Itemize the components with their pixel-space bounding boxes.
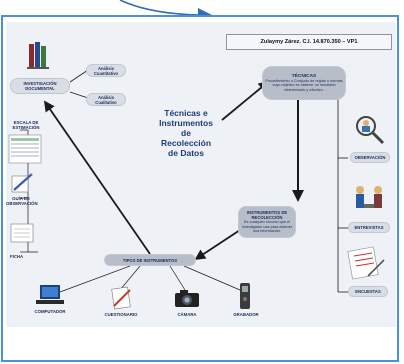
camera-icon — [174, 288, 200, 308]
analisis-node: Análisis Cualitativo — [86, 93, 126, 106]
card-icon — [10, 222, 34, 244]
central-topic: Técnicas e Instrumentos de Recolección d… — [150, 108, 222, 158]
central-topic-line: de — [181, 128, 191, 138]
questionnaire-icon — [110, 286, 134, 310]
encuestas-node: ENCUESTAS — [348, 286, 388, 297]
tecnicas-title: TÉCNICAS — [291, 73, 317, 79]
analisis-node: Análisis Cuantitativo — [86, 64, 126, 77]
observacion-label: OBSERVACIÓN — [354, 155, 386, 160]
investigacion-node: INVESTIGACIÓN DOCUMENTAL — [10, 78, 70, 94]
books-icon — [26, 40, 50, 70]
escala-label: ESCALA DE ESTIMACIÓN — [12, 120, 40, 130]
tipos-node: TIPOS DE INSTRUMENTOS — [104, 254, 196, 266]
entrevistas-label: ENTREVISTAS — [354, 225, 384, 230]
instrumentos-title: INSTRUMENTOS DE RECOLECCIÓN — [246, 210, 288, 221]
analisis-label: Análisis Cuantitativo — [93, 65, 119, 76]
computador-label: COMPUTADOR — [34, 309, 66, 314]
encuestas-label: ENCUESTAS — [355, 289, 381, 294]
investigacion-label: INVESTIGACIÓN DOCUMENTAL — [23, 81, 57, 91]
tecnicas-description: Procedimiento o Conjunto de reglas o nor… — [265, 78, 343, 92]
pencil-paper-icon — [10, 172, 34, 194]
central-topic-line: Instrumentos — [159, 118, 213, 128]
guia-label: GUÍA DE OBSERVACIÓN — [6, 196, 38, 206]
instrumentos-description: Es cualquier recurso que el investigador… — [241, 220, 293, 234]
camara-label: CÁMARA — [177, 312, 197, 317]
recorder-icon — [238, 282, 252, 310]
tipos-label: TIPOS DE INSTRUMENTOS — [122, 257, 178, 263]
analisis-label: Análisis Cualitativo — [95, 94, 117, 105]
magnifier-person-icon — [352, 112, 386, 146]
central-topic-line: de Datos — [168, 148, 204, 158]
ficha-label: FICHA — [10, 254, 24, 259]
computer-icon — [34, 284, 66, 306]
chart-sheet-icon — [8, 134, 42, 164]
central-topic-line: Recolección — [160, 138, 212, 148]
survey-form-icon — [346, 246, 386, 280]
entrevistas-node: ENTREVISTAS — [348, 222, 390, 233]
cuestionario-label: CUESTIONARIO — [104, 312, 138, 317]
observacion-node: OBSERVACIÓN — [350, 152, 390, 163]
instrumentos-node: INSTRUMENTOS DE RECOLECCIÓN Es cualquier… — [238, 206, 296, 238]
tecnicas-node: TÉCNICAS Procedimiento o Conjunto de reg… — [262, 66, 346, 100]
central-topic-line: Técnicas e — [164, 108, 208, 118]
author-header: Zulaymy Zárez. C.I. 14.870.350 – VP1 — [226, 34, 392, 50]
grabador-label: GRABADOR — [233, 312, 259, 317]
interview-people-icon — [350, 182, 388, 218]
